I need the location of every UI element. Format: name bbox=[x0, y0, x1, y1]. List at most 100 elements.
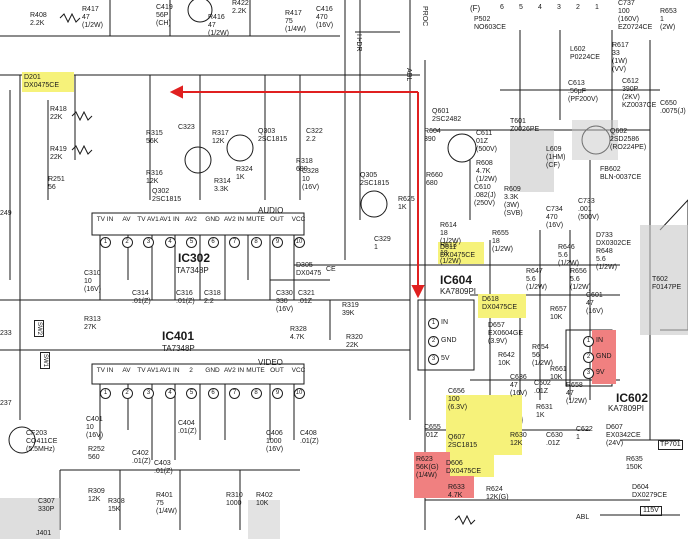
label-r655-line: 18 bbox=[492, 238, 500, 245]
label-r604-line: 390 bbox=[424, 136, 436, 143]
switch-sw2: SW2 bbox=[34, 320, 44, 338]
label-c329-line: 1 bbox=[374, 244, 378, 251]
label-c408: C408.01(Z) bbox=[300, 430, 319, 446]
label-d618-line: DX0475CE bbox=[482, 304, 518, 311]
ic302pins-pin-label: AV bbox=[122, 216, 131, 223]
label-r646-line: R646 bbox=[558, 244, 575, 251]
label-r655-line: R655 bbox=[492, 230, 509, 237]
label-r617-line: 33 bbox=[612, 50, 620, 57]
ic401pins-pin-number: 8 bbox=[250, 388, 262, 399]
label-t601-line: Z0026PE bbox=[510, 126, 540, 133]
label-c630-line: .01Z bbox=[546, 440, 561, 447]
label-r604-line: R604 bbox=[424, 128, 441, 135]
label-c611-line: C611 bbox=[476, 130, 493, 137]
label-r635-line: R635 bbox=[626, 456, 643, 463]
ic604-name: IC604 bbox=[440, 273, 473, 287]
label-r617-line: (1W) bbox=[612, 58, 628, 65]
label-r647-line: 5.6 bbox=[526, 276, 536, 283]
label-c402: C402.01(Z) bbox=[132, 450, 151, 466]
label-r402-line: 10K bbox=[256, 500, 269, 507]
ic401pins-pin-number: 2 bbox=[121, 388, 133, 399]
label-c314-line: .01(Z) bbox=[132, 298, 151, 305]
label-c656-line: 100 bbox=[448, 396, 460, 403]
label-c401-line: C401 bbox=[86, 416, 103, 423]
label-c406-line: (16V) bbox=[266, 446, 284, 453]
label-c310-line: (16V) bbox=[84, 286, 102, 293]
label-r309-line: R309 bbox=[88, 488, 105, 495]
label-r324-line: 1K bbox=[236, 174, 245, 181]
label-r614-line: R614 bbox=[440, 222, 457, 229]
label-c316-line: .01(Z) bbox=[176, 298, 195, 305]
label-r249: 249 bbox=[0, 210, 12, 218]
label-c733-line: .001 bbox=[578, 206, 592, 213]
label-r633-line: R633 bbox=[448, 484, 465, 491]
label-q302-line: Q302 bbox=[152, 188, 170, 195]
label-r656-line: (1/2W) bbox=[570, 284, 591, 291]
label-c408-line: .01(Z) bbox=[300, 438, 319, 445]
highlight-d611 bbox=[438, 242, 484, 264]
label-c734-line: 470 bbox=[546, 214, 558, 221]
label-r401-line: 75 bbox=[156, 500, 164, 507]
label-d606-line: D606 bbox=[446, 460, 463, 467]
label-r318-line: R318 bbox=[296, 158, 313, 165]
label-r314-line: R314 bbox=[214, 178, 231, 185]
label-r233-line: 233 bbox=[0, 330, 12, 337]
ic401pins-pin-label: VCC bbox=[291, 367, 306, 374]
connector-j401: J401 bbox=[36, 530, 52, 537]
label-q607-line: Q607 bbox=[448, 434, 466, 441]
ic604pins-pin-number: 2 bbox=[428, 336, 439, 347]
label-r617-line: R617 bbox=[612, 42, 629, 49]
label-r646-line: 5.6 bbox=[558, 252, 568, 259]
label-r408-line: R408 bbox=[30, 12, 47, 19]
ic602pins-pin-label: 9V bbox=[596, 369, 605, 376]
label-r417b-line: 75 bbox=[285, 18, 293, 25]
label-c406-line: 1000 bbox=[266, 438, 282, 445]
ic302pins-pin-label: AV2 IN bbox=[223, 216, 245, 223]
ic602-part: KA7809PI bbox=[608, 404, 645, 413]
label-c610-line: .082(J) bbox=[474, 192, 496, 199]
label-r654-line: (1/2W) bbox=[532, 360, 553, 367]
label-c403-line: C403 bbox=[154, 460, 171, 467]
ic302-part: TA7348P bbox=[176, 266, 209, 275]
label-c310-line: C310 bbox=[84, 270, 101, 277]
label-d611-line: DX0475CE bbox=[440, 252, 476, 259]
label-c737-line: C737 bbox=[618, 0, 635, 7]
ic302pins-pin-label: TV IN bbox=[96, 216, 114, 223]
label-d305-line: D305 bbox=[296, 262, 313, 269]
label-c416-line: 470 bbox=[316, 14, 328, 21]
ic401pins-pin-number: 1 bbox=[100, 388, 111, 399]
label-r654-line: R654 bbox=[532, 344, 549, 351]
label-c321-line: .01Z bbox=[298, 298, 313, 305]
label-c611-line: 01Z bbox=[476, 138, 489, 145]
label-c733-line: C733 bbox=[578, 198, 595, 205]
label-d611-line: D611 bbox=[440, 244, 457, 251]
label-r313-line: R313 bbox=[84, 316, 101, 323]
label-r318-line: 680 bbox=[296, 166, 308, 173]
label-c613-line: C613 bbox=[568, 80, 585, 87]
label-d201-line: DX0475CE bbox=[24, 82, 60, 89]
label-c322-line: C322 bbox=[306, 128, 323, 135]
label-c402-line: C402 bbox=[132, 450, 149, 457]
ic401-part: TA7348P bbox=[162, 344, 195, 353]
